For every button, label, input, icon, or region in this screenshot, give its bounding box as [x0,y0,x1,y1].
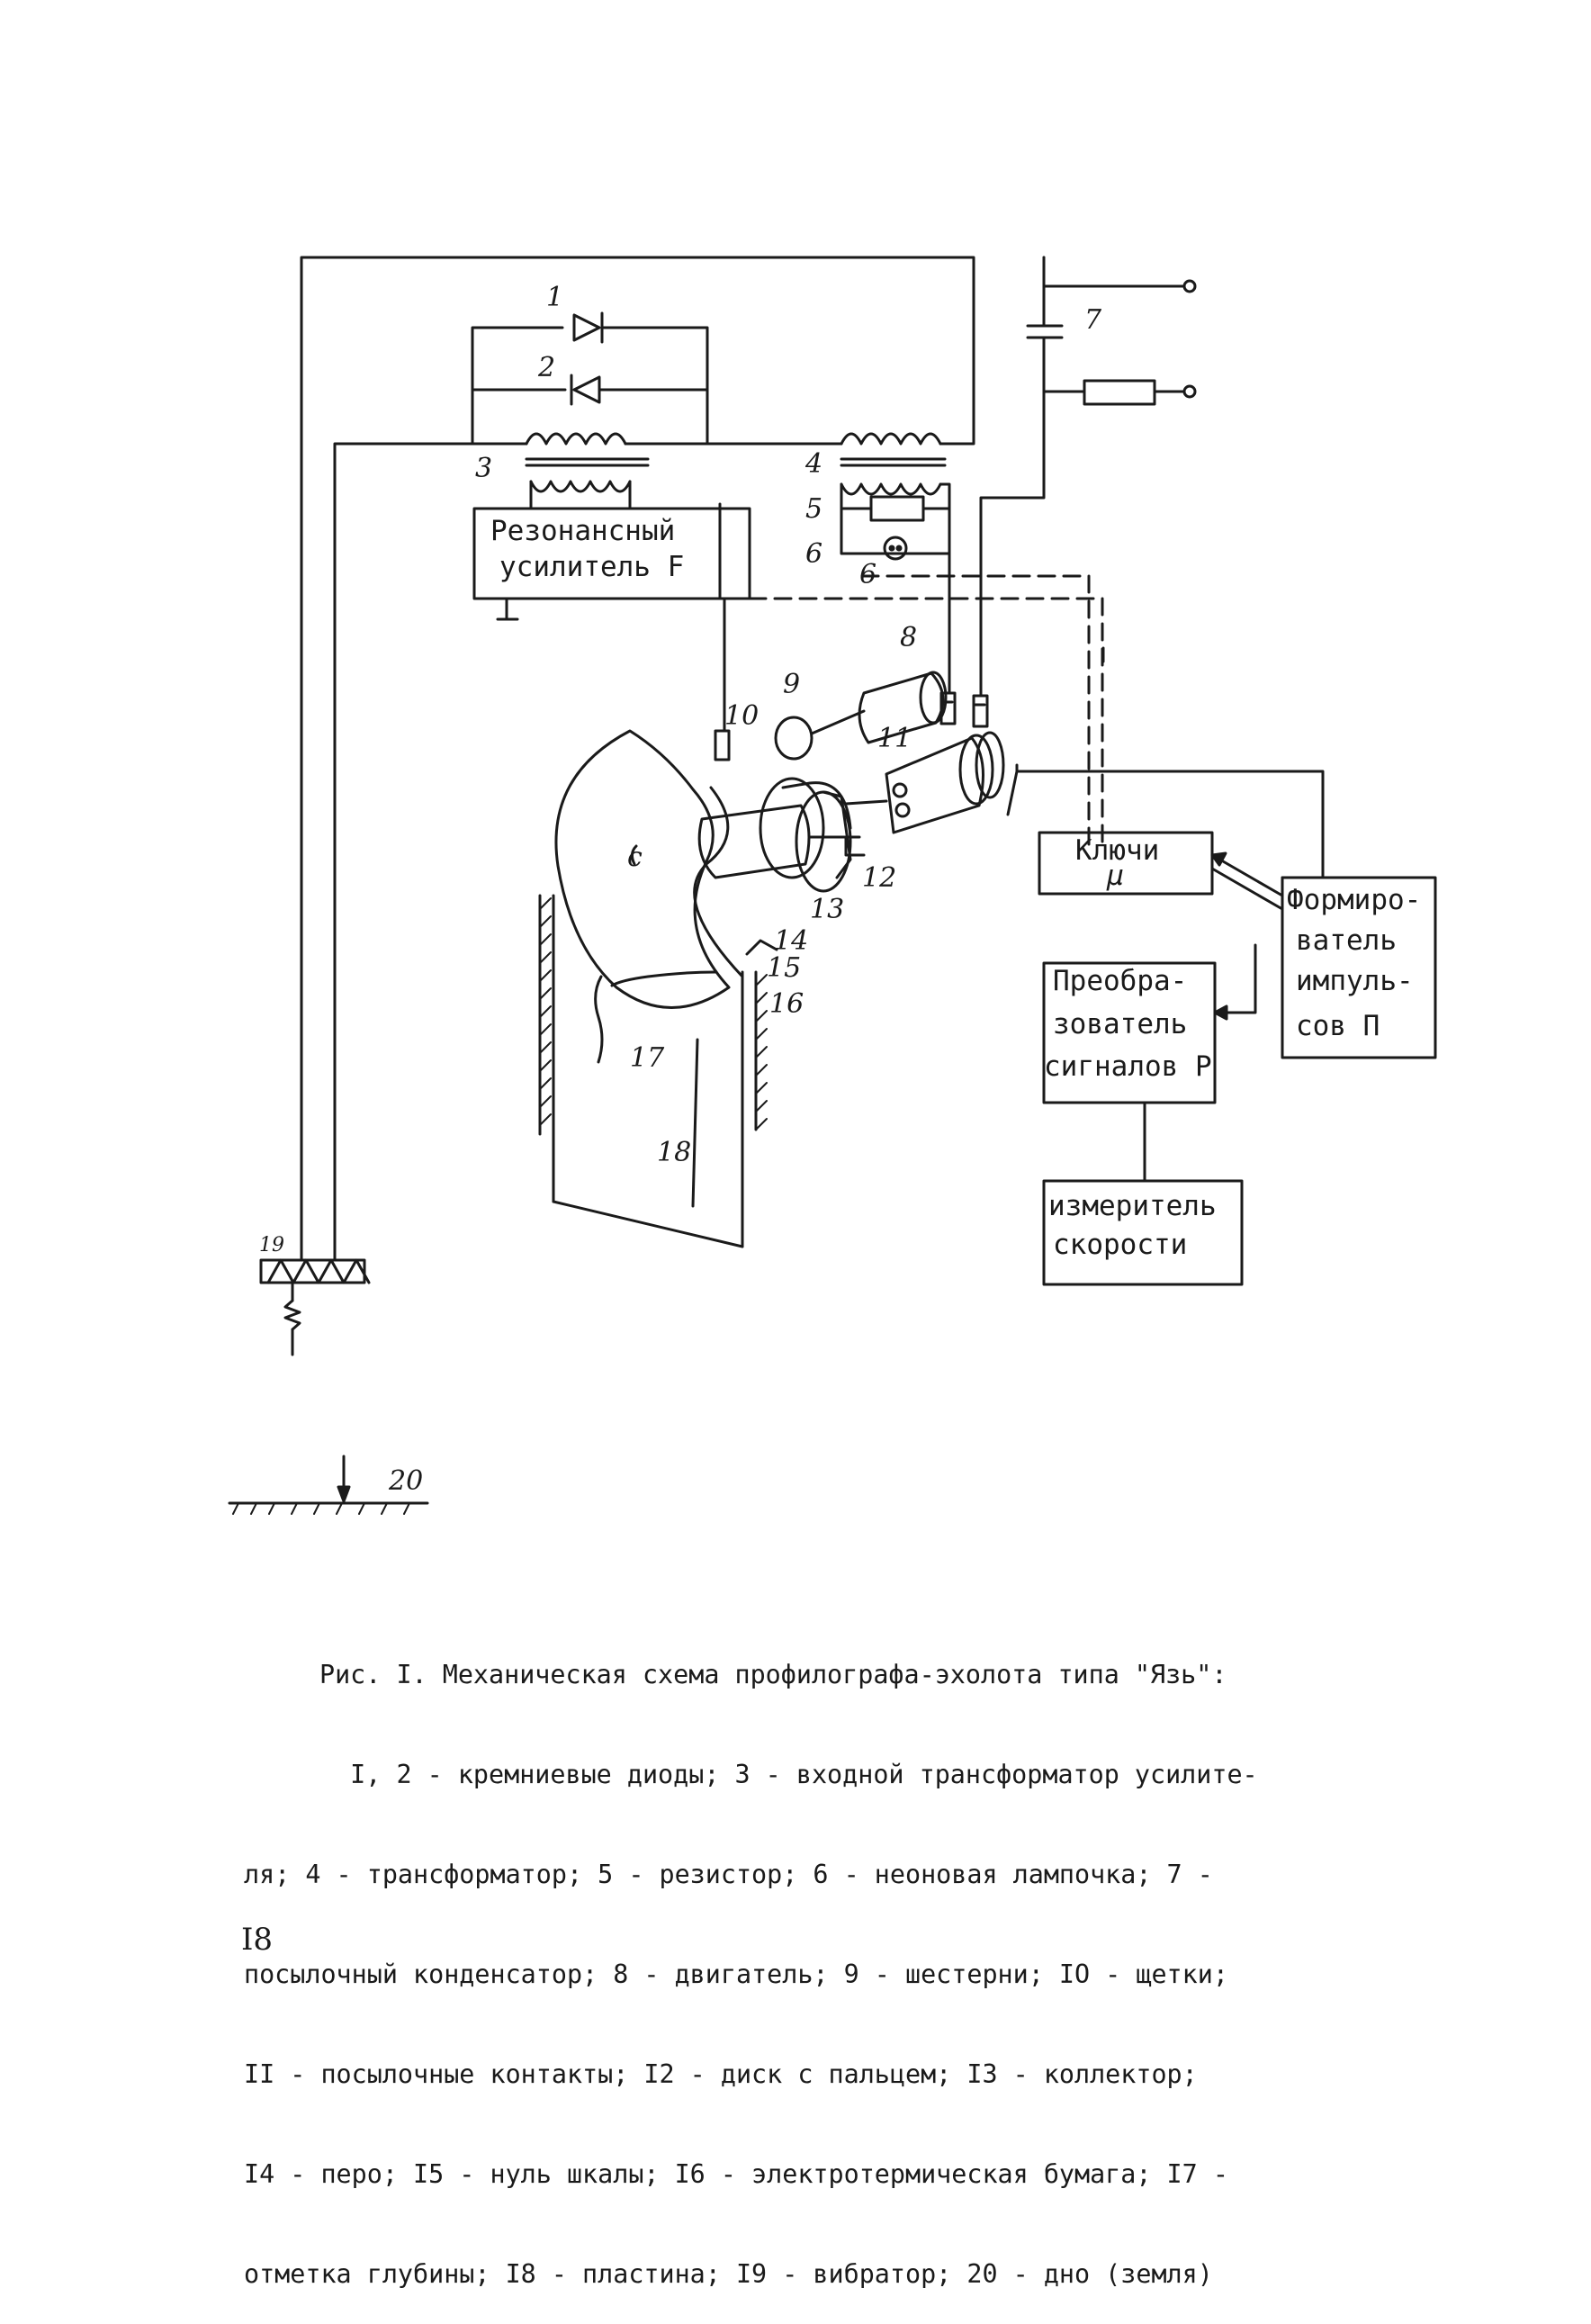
keys-line-2: µ [1106,860,1124,892]
output-resistor [1042,336,1197,406]
meter-line-2: скорости [1053,1229,1187,1261]
converter-line-1: Преобра- [1053,965,1187,997]
keys-box [1006,763,1325,896]
label-5: 5 [805,493,822,525]
converter-box [1042,961,1217,1183]
transformer-4 [840,432,951,555]
label-18: 18 [657,1137,691,1168]
label-13: 13 [810,894,844,925]
label-7: 7 [1084,304,1102,336]
pulse-former-box [1210,851,1437,1059]
label-2: 2 [537,352,555,383]
figure-caption: Рис. I. Механическая схема профилографа-… [244,1591,1408,2324]
keys-line-1: Ключи [1075,834,1159,867]
label-20: 20 [388,1465,423,1497]
caption-line: I, 2 - кремниевые диоды; 3 - входной тра… [319,1760,1258,1789]
label-16: 16 [769,988,804,1020]
diode-2 [471,374,709,406]
disc-12-collector-13 [697,777,866,893]
label-11: 11 [877,723,912,754]
contacts-11-motor [844,731,1005,834]
former-line-3: импуль- [1296,965,1414,997]
label-9: 9 [783,669,800,700]
pen-14 [745,939,778,956]
electrothermal-paper-16 [538,894,758,1248]
diode-1 [471,311,709,446]
label-14: 14 [774,925,808,957]
brushes-pair [939,691,989,728]
label-c: c [627,842,643,873]
page-number: I8 [241,1922,274,1958]
label-19: 19 [259,1234,284,1257]
wire-to-brush-b [979,336,1046,698]
label-17: 17 [630,1042,665,1074]
label-4: 4 [804,448,822,480]
label-10: 10 [724,700,759,732]
former-line-1: Формиро- [1287,884,1421,916]
neon-lamp-6 [883,536,908,561]
caption-line: Рис. I. Механическая схема профилографа-… [319,1660,1227,1689]
caption-line: отметка глубины; I8 - пластина; I9 - виб… [244,2259,1213,2289]
former-line-2: ватель [1296,924,1397,957]
former-line-4: сов П [1296,1010,1380,1042]
transformer-3 [471,432,843,510]
wire-vibrator-to-t3 [333,442,474,1262]
recording-drum [554,729,744,1009]
brush-10 [714,729,731,761]
caption-line: II - посылочные контакты; I2 - диск с па… [244,2059,1198,2089]
motor-8 [858,671,948,744]
capacitor-7 [1026,256,1197,339]
label-6b: 6 [859,559,876,590]
sea-bottom-20 [228,1455,429,1515]
gear-9 [774,709,866,761]
label-6: 6 [805,538,822,570]
speed-meter-box [1042,1179,1244,1286]
amplifier-line-1: Резонансный [490,515,675,547]
label-3: 3 [475,453,492,484]
caption-line: посылочный конденсатор; 8 - двигатель; 9… [244,1959,1228,1989]
hatching [539,897,768,1130]
converter-line-2: зователь [1053,1008,1187,1040]
dashed-sync-lines [748,574,1105,848]
resistor-5 [840,495,951,522]
amplifier-line-2: усилитель F [499,551,684,583]
caption-line: I4 - перо; I5 - нуль шкалы; I6 - электро… [244,2159,1228,2189]
caption-line: ля; 4 - трансформатор; 5 - резистор; 6 -… [244,1860,1213,1889]
label-15: 15 [767,952,801,984]
meter-line-1: измеритель [1048,1190,1217,1222]
amplifier-box [472,502,751,621]
profilograph-schematic: 1 2 3 4 5 6 6 7 8 9 10 11 12 13 14 15 16… [228,256,1437,1515]
document-page: 1 2 3 4 5 6 6 7 8 9 10 11 12 13 14 15 16… [228,256,1437,2289]
label-1: 1 [546,282,563,313]
label-12: 12 [862,862,896,894]
wire-outer-loop [300,256,975,1262]
vibrator-19 [259,1258,371,1356]
label-8: 8 [900,622,917,653]
converter-line-3: сигналов P [1044,1050,1212,1083]
